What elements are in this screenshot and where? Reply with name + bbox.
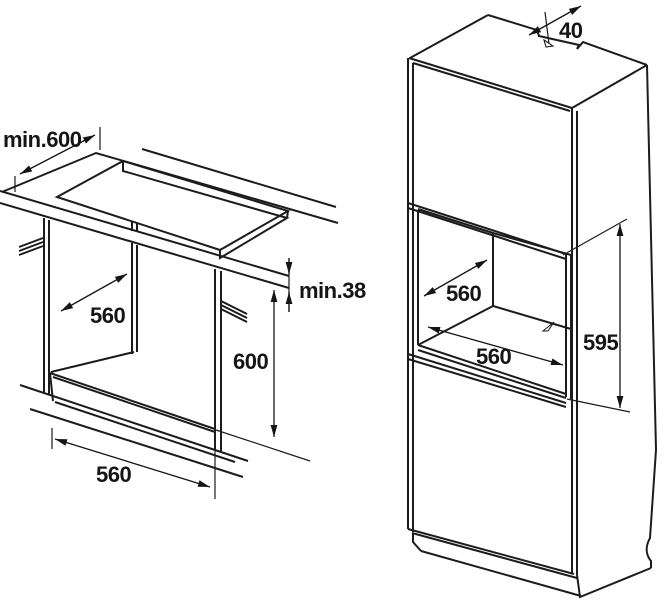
label-niche-height-left: 600 [233, 349, 268, 374]
dim-line-niche-depth-right [423, 259, 488, 297]
dim-line-worktop-depth [19, 134, 96, 175]
label-worktop-depth: min.600 [3, 127, 82, 152]
worktop-outline [0, 148, 339, 289]
dim-line-niche-depth [60, 273, 128, 312]
worktop-cutout [54, 159, 291, 260]
label-niche-width-right: 560 [476, 344, 511, 369]
dimension-lines-right [423, 5, 624, 408]
label-worktop-thickness: min.38 [299, 278, 366, 303]
tall-cabinet-figure: 40 560 560 595 [407, 5, 658, 599]
tall-cabinet-niche [407, 202, 572, 408]
worktop-figure: min.600 560 600 560 min.38 [0, 127, 366, 499]
label-niche-depth-right: 560 [446, 281, 481, 306]
dim-line-niche-width [54, 438, 211, 488]
label-niche-height-right: 595 [583, 330, 618, 355]
dim-line-rear-gap [528, 5, 582, 36]
tall-cabinet-shell [407, 14, 658, 599]
label-niche-depth-left: 560 [90, 303, 125, 328]
jog-symbol-rear-gap [543, 38, 555, 48]
extension-lines-left [14, 127, 311, 499]
label-rear-gap: 40 [559, 18, 583, 43]
dimension-lines-left [19, 134, 293, 488]
cabinet-carcass [18, 218, 249, 478]
label-niche-width-left: 560 [96, 462, 131, 487]
tall-cabinet-plinth [407, 528, 582, 597]
dim-line-niche-width-right [427, 326, 564, 366]
